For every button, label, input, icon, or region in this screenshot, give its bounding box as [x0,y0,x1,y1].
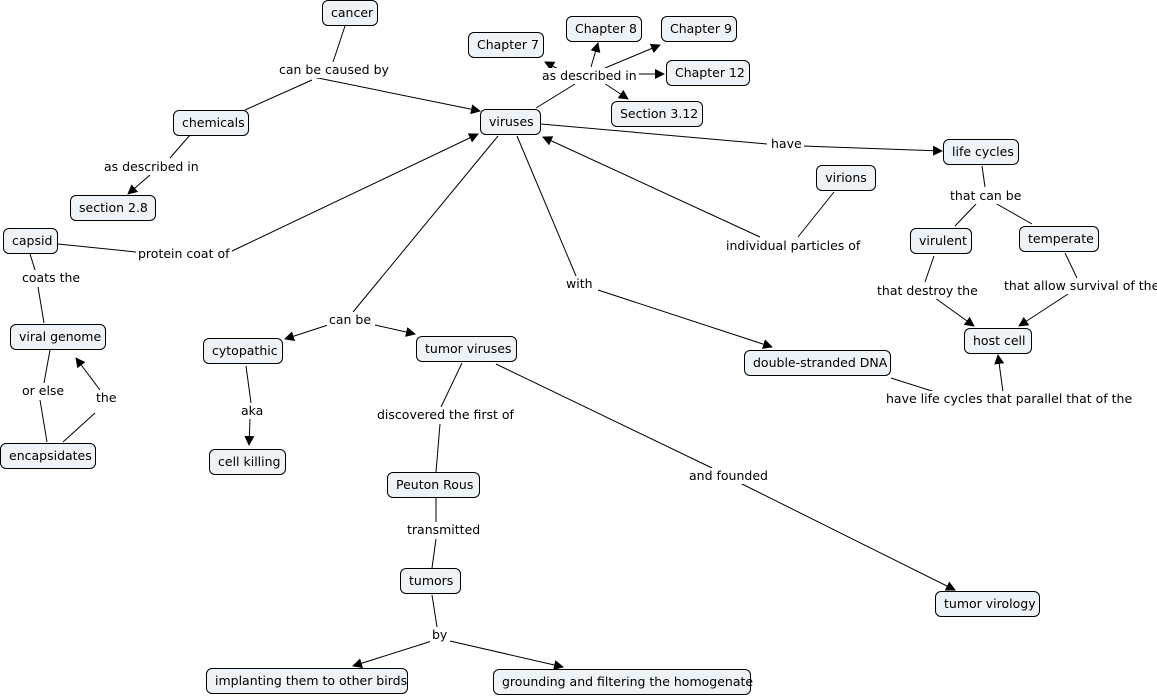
edge-destroy-hostcell [934,297,975,327]
node-double-stranded-dna[interactable]: double-stranded DNA [744,350,891,376]
link-individual-particles-of: individual particles of [724,238,863,254]
edge-viruses-canbe [352,135,499,313]
node-cytopathic[interactable]: cytopathic [203,338,283,364]
node-chemicals[interactable]: chemicals [173,110,249,136]
link-and-founded: and founded [687,468,770,484]
link-as-described-in-viruses: as described in [540,68,639,84]
edge-described-ch9 [604,43,661,69]
edge-tumorviruses-founded [495,363,713,469]
edge-encapsidates-the [62,412,96,443]
link-transmitted: transmitted [405,522,483,538]
link-parallel: have life cycles that parallel that of t… [884,391,1135,407]
link-have: have [769,136,804,152]
edge-capsid-protein [57,243,137,253]
link-that-destroy-the: that destroy the [875,283,980,299]
edge-cancer-caused [332,25,346,63]
edge-by-implanting [352,640,433,669]
edge-described-section28 [127,174,151,195]
node-peuton-rous[interactable]: Peuton Rous [387,472,480,498]
node-cancer[interactable]: cancer [322,0,378,26]
link-discovered-the-first-of: discovered the first of [375,407,516,423]
node-tumor-virology[interactable]: tumor virology [935,591,1040,617]
edge-described-ch8 [590,42,601,68]
edge-aka-cellkilling [244,418,255,446]
node-temperate[interactable]: temperate [1019,226,1099,252]
edge-viruses-with [516,135,577,277]
node-cell-killing[interactable]: cell killing [209,449,286,475]
node-chapter-7[interactable]: Chapter 7 [468,32,544,58]
node-chapter-9[interactable]: Chapter 9 [661,16,737,42]
edge-transmitted-tumors [431,538,437,569]
edge-described-sec312 [603,82,629,100]
edge-by-grounding [449,640,564,670]
node-chapter-8[interactable]: Chapter 8 [566,16,642,42]
edge-with-dsdna [597,289,773,349]
edge-tumorviruses-discovered [440,362,463,408]
edge-the-genome [75,357,101,391]
link-or-else: or else [20,383,67,399]
link-coats-the: coats the [20,270,83,286]
node-chapter-12[interactable]: Chapter 12 [666,60,750,86]
edge-chemicals-described [169,134,191,159]
node-host-cell[interactable]: host cell [964,328,1032,354]
link-that-can-be: that can be [948,188,1024,204]
node-virions[interactable]: virions [816,165,876,191]
edge-virulent-destroy [924,255,935,283]
node-tumor-viruses[interactable]: tumor viruses [416,336,517,362]
node-encapsidates[interactable]: encapsidates [0,443,96,469]
edge-founded-virology [739,482,956,591]
edge-thatcanbe-temperate [994,202,1033,225]
edge-orelse-encapsidates [39,399,48,443]
edge-allow-hostcell [1018,293,1069,327]
link-by: by [430,627,450,643]
link-that-allow-survival-of-the: that allow survival of the [1002,278,1157,294]
edge-have-lifecycles [801,145,943,156]
node-section-2-8[interactable]: section 2.8 [70,195,156,221]
edge-chemicals-caused [244,79,313,111]
node-viruses[interactable]: viruses [480,109,541,135]
edge-canbe-cytopathic [284,324,329,341]
link-can-be: can be [327,312,374,328]
edge-genome-orelse [43,349,51,384]
node-life-cycles[interactable]: life cycles [943,139,1019,165]
link-as-described-in-chemicals: as described in [102,159,201,175]
edge-caused-viruses [312,76,481,115]
edge-cytopathic-aka [245,365,252,404]
edge-viruses-described [535,83,576,109]
node-section-3-12[interactable]: Section 3.12 [611,101,703,127]
edge-particles-viruses [542,136,761,238]
edge-viruses-have [540,123,768,145]
node-implanting[interactable]: implanting them to other birds [206,668,408,694]
edge-temperate-allow [1064,252,1078,279]
link-with: with [564,276,595,292]
node-virulent[interactable]: virulent [910,228,972,254]
edge-thatcanbe-virulent [954,203,977,227]
edge-coats-genome [37,286,45,324]
node-tumors[interactable]: tumors [400,568,461,594]
edge-canbe-tumorviruses [374,324,416,337]
edge-virions-particles [797,191,835,238]
edge-lifecycles-thatcanbe [981,165,986,188]
link-protein-coat-of: protein coat of [136,246,232,262]
node-capsid[interactable]: capsid [3,228,58,254]
edge-parallel-hostcell [994,354,1005,393]
link-aka: aka [239,403,266,419]
edge-capsid-coats [29,253,36,271]
node-viral-genome[interactable]: viral genome [10,324,106,350]
link-the: the [94,390,119,406]
edge-protein-viruses [229,133,479,253]
edge-discovered-peuton [435,423,441,473]
edge-tumors-by [431,594,438,628]
node-grounding[interactable]: grounding and filtering the homogenate [493,669,753,695]
link-can-be-caused-by: can be caused by [277,62,391,78]
